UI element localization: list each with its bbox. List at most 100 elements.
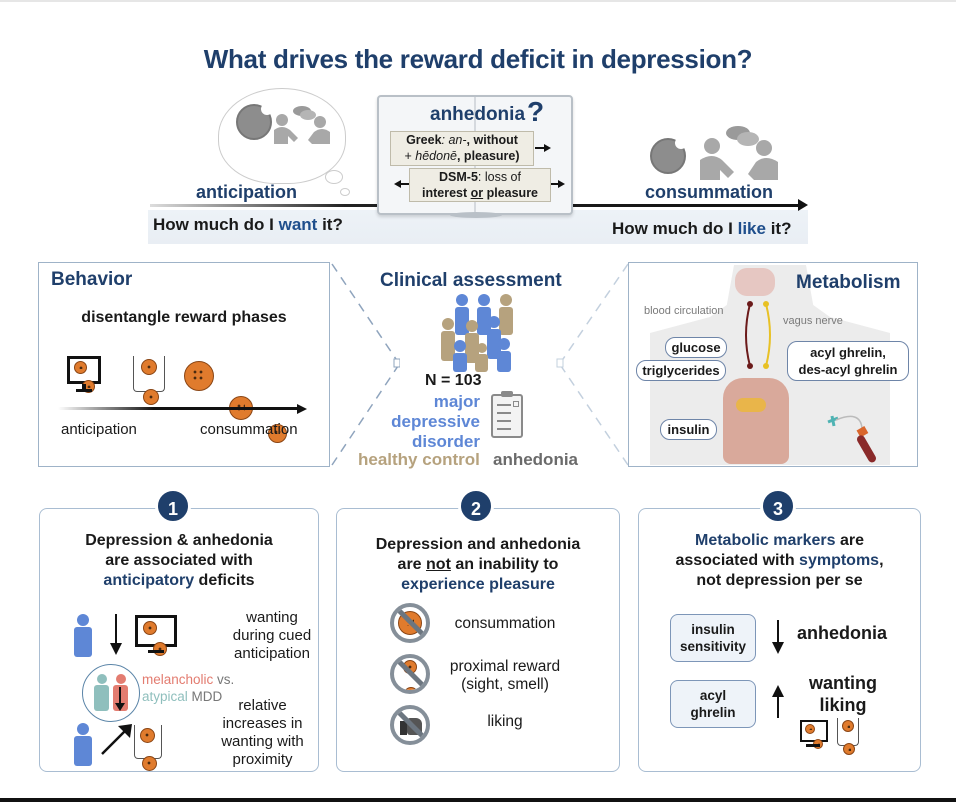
arrow-line xyxy=(400,183,409,185)
cookie-icon xyxy=(153,642,167,656)
item-text: wanting with xyxy=(221,733,304,750)
title-line: associated with xyxy=(675,552,800,569)
mdd-text: MDD xyxy=(187,689,223,704)
down-arrow-line xyxy=(115,614,117,644)
brain-illustration xyxy=(735,268,775,296)
cookie-icon xyxy=(404,687,418,690)
title-line: deficits xyxy=(194,572,255,589)
bottom-border xyxy=(0,798,956,802)
item-text: proximity xyxy=(232,751,293,768)
def-text: pleasure xyxy=(483,186,539,200)
vs-text: vs. xyxy=(213,672,235,687)
arrow-right-icon xyxy=(297,404,307,414)
pancreas-illustration xyxy=(736,398,766,412)
timeline-arrowhead xyxy=(798,199,808,211)
def-text: + xyxy=(404,149,416,163)
blood-and-vagus-paths xyxy=(745,301,771,369)
item-text: (sight, smell) xyxy=(461,676,549,693)
title-keyword: anticipatory xyxy=(103,572,195,589)
cookie-icon xyxy=(843,743,855,755)
def-text: or xyxy=(470,186,484,200)
consummation-label: consummation xyxy=(645,182,774,202)
vagus-nerve-label: vagus nerve xyxy=(783,315,843,327)
finding-1-item-2: relative increases in wanting with proxi… xyxy=(205,697,320,769)
title-keyword: Metabolic markers xyxy=(695,532,836,549)
ghrelin-pill: acyl ghrelin, des-acyl ghrelin xyxy=(787,341,909,381)
arrow-right-icon xyxy=(558,180,565,188)
cookie-icon xyxy=(142,756,157,771)
title-line: Depression and anhedonia xyxy=(375,536,581,553)
glass-of-cookies-icon xyxy=(837,718,859,755)
finding-2-badge: 2 xyxy=(458,488,494,524)
clinical-title: Clinical assessment xyxy=(380,270,562,291)
mdd-label: major depressive disorder xyxy=(370,392,480,452)
title-line: Depression & anhedonia xyxy=(85,532,273,549)
anhedonia-outcome: anhedonia xyxy=(797,623,888,643)
left-connector xyxy=(331,263,400,466)
question-keyword: like xyxy=(737,219,766,238)
checkbox xyxy=(513,401,519,407)
glucose-pill: glucose xyxy=(665,337,727,358)
outcome-text: liking xyxy=(819,695,867,715)
arrow-up-right-icon xyxy=(101,724,132,755)
participants-group-icon xyxy=(441,294,513,372)
arrow-line xyxy=(551,183,559,185)
insulin-sensitivity-box: insulin sensitivity xyxy=(670,614,756,662)
monitor-base xyxy=(148,650,164,653)
phase-axis xyxy=(58,407,298,410)
def-text: , pleasure) xyxy=(456,149,520,163)
finding-2-item-3: liking xyxy=(487,713,523,730)
person-blue-icon xyxy=(74,723,92,766)
thought-puff xyxy=(340,188,350,196)
down-arrow-line xyxy=(777,620,779,644)
arrow-right-icon xyxy=(544,144,551,152)
monitor-icon xyxy=(800,720,828,749)
anticipation-label: anticipation xyxy=(196,182,298,202)
no-thumbs-up-icon xyxy=(390,705,430,745)
cookie-icon xyxy=(805,724,815,734)
def-text: interest xyxy=(421,186,471,200)
marker-text: acyl xyxy=(699,688,727,703)
thumb-cuff xyxy=(400,721,407,735)
finding-2-title: Depression and anhedonia are not an inab… xyxy=(336,535,620,595)
finding-3-title: Metabolic markers are associated with sy… xyxy=(638,531,921,591)
glass-of-cookies-icon xyxy=(134,725,162,771)
title-line: are xyxy=(397,556,427,573)
title-line: an inability to xyxy=(450,556,559,573)
blood-circulation-label: blood circulation xyxy=(644,305,724,317)
thumb-hand xyxy=(407,718,422,735)
cookie-icon xyxy=(650,137,687,174)
title-line: are xyxy=(835,532,864,549)
figure-title: What drives the reward deficit in depres… xyxy=(203,44,753,74)
arrow-left-icon xyxy=(394,180,401,188)
blood-sample-tube-icon xyxy=(827,415,876,463)
title-line: are associated with xyxy=(105,552,253,569)
def-text: DSM-5 xyxy=(439,170,478,184)
question-keyword: want xyxy=(278,215,318,234)
finding-1-item-1: wanting during cued anticipation xyxy=(222,609,322,663)
question-want: How much do I want it? xyxy=(153,215,343,235)
marker-text: ghrelin xyxy=(690,705,736,720)
mdd-text: disorder xyxy=(411,432,480,451)
item-text: anticipation xyxy=(234,645,310,662)
title-keyword: symptoms xyxy=(799,552,880,569)
ghrelin-text: acyl ghrelin, xyxy=(810,345,886,360)
item-text: wanting xyxy=(246,609,298,626)
sample-size: N = 103 xyxy=(425,372,482,389)
digestive-organs-illustration xyxy=(723,378,789,464)
behavior-title: Behavior xyxy=(51,269,133,290)
def-text: , without xyxy=(466,133,518,147)
monitor-stand xyxy=(82,384,86,389)
subtype-people-icon xyxy=(94,674,128,711)
dsm-definition: DSM-5: loss of interest or pleasure xyxy=(409,168,551,202)
book-base xyxy=(450,212,502,218)
greek-definition: Greek: an-, without + hēdonē, pleasure) xyxy=(390,131,534,166)
no-glass-cookie-icon xyxy=(390,654,430,694)
question-mark: ? xyxy=(527,96,545,127)
monitor-base xyxy=(76,389,92,392)
finding-1-badge: 1 xyxy=(155,488,191,524)
cookie-small-icon xyxy=(268,424,287,443)
question-text: it? xyxy=(765,219,792,238)
arrow-up-icon xyxy=(772,685,784,697)
def-text: hēdonē xyxy=(415,149,457,163)
